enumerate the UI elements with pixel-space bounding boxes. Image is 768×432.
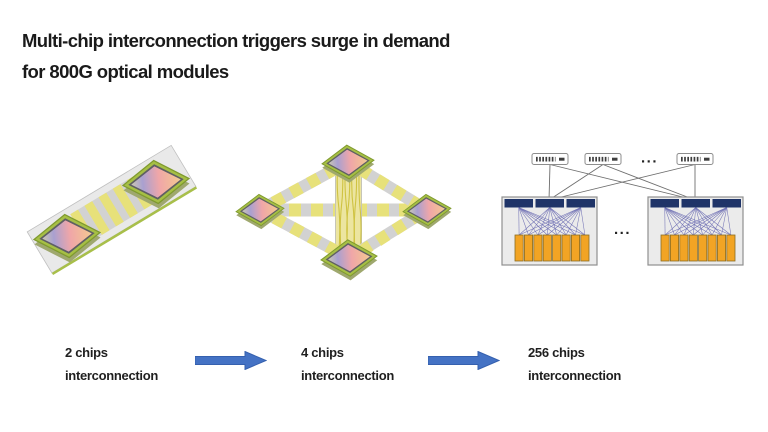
stage-word: interconnection: [65, 368, 159, 383]
page-title: Multi-chip interconnection triggers surg…: [22, 25, 450, 87]
title-line-1: Multi-chip interconnection triggers surg…: [22, 30, 450, 51]
interposer-substrate: [26, 144, 198, 275]
title-line-2: for 800G optical modules: [22, 61, 229, 82]
stage-arrow-1: [195, 351, 267, 370]
stage-chips-count: 4 chips: [301, 345, 344, 360]
stage-chips-count: 2 chips: [65, 345, 108, 360]
stage-arrow-2: [428, 351, 500, 370]
stage-label-256-chips: 256 chips interconnection: [528, 341, 621, 387]
two-chips-illustration: [20, 140, 220, 275]
bus-stripes: [70, 175, 153, 244]
spine-switch-2: [585, 154, 621, 165]
stage-chips-count: 256 chips: [528, 345, 585, 360]
rack-1: [501, 196, 598, 266]
four-chips-illustration: [233, 133, 468, 283]
switch-row-ellipsis: ...: [641, 150, 658, 167]
stage-label-2-chips: 2 chips interconnection: [65, 341, 158, 387]
spine-switch-1: [532, 154, 568, 165]
cluster-network-illustration: ... ...: [495, 145, 755, 275]
rack-2: [647, 196, 744, 266]
stage-word: interconnection: [528, 368, 622, 383]
switch-to-rack-links: [548, 164, 696, 201]
rack-row-ellipsis: ...: [614, 221, 631, 238]
spine-switch-3: [677, 154, 713, 165]
stage-word: interconnection: [301, 368, 395, 383]
stage-label-4-chips: 4 chips interconnection: [301, 341, 394, 387]
